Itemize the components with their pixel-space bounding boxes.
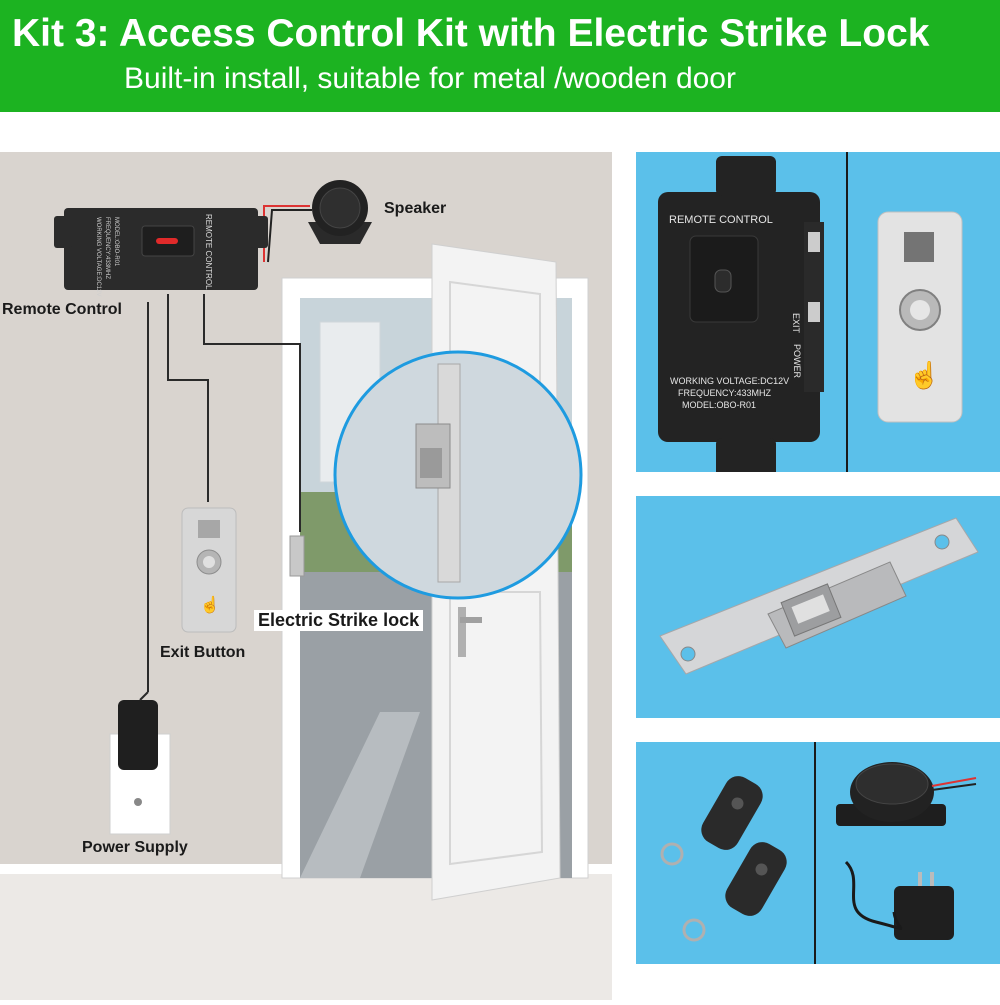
accessories-product-image: [660, 742, 977, 964]
controller-product-image: ☝: [658, 152, 963, 478]
label-strike-lock: Electric Strike lock: [254, 610, 424, 631]
controller-frequency: FREQUENCY:433MHZ: [678, 388, 772, 398]
installation-diagram: WORKING VOLTAGE:DC12V FREQUENCY:433MHZ M…: [0, 152, 612, 1000]
controller-power-label: POWER: [792, 343, 803, 379]
product-panel-accessories: [636, 742, 1000, 964]
label-remote-control: Remote Control: [2, 301, 122, 318]
svg-text:FREQUENCY:433MHZ: FREQUENCY:433MHZ: [104, 217, 110, 279]
power-adapter-product: [844, 860, 954, 940]
strike-lock-mini: [289, 535, 305, 577]
wiring: [147, 205, 312, 692]
strike-lock-product-image: [659, 517, 979, 675]
speaker-product: [836, 762, 977, 826]
installation-illustration: WORKING VOLTAGE:DC12V FREQUENCY:433MHZ M…: [0, 152, 612, 1000]
svg-text:☝: ☝: [908, 359, 940, 391]
page-subtitle: Built-in install, suitable for metal /wo…: [124, 62, 736, 95]
controller-voltage: WORKING VOLTAGE:DC12V: [670, 376, 790, 386]
exit-button-device: ☝: [181, 507, 237, 633]
strike-lock-zoom: [333, 350, 583, 600]
svg-text:REMOTE CONTROL: REMOTE CONTROL: [204, 214, 213, 290]
power-adapter: [109, 691, 171, 835]
svg-text:☝: ☝: [200, 595, 220, 614]
controller-led: [156, 238, 178, 244]
controller-model: MODEL:OBO-R01: [682, 400, 757, 410]
header-banner: Kit 3: Access Control Kit with Electric …: [0, 0, 1000, 112]
remote-fob-2: [682, 842, 787, 942]
product-panel-controller: ☝ REMOTE CONTROL WORKING VOLTAGE:DC12V F…: [636, 152, 1000, 478]
label-power-supply: Power Supply: [82, 839, 188, 856]
svg-text:WORKING VOLTAGE:DC12V: WORKING VOLTAGE:DC12V: [95, 217, 101, 296]
page-title: Kit 3: Access Control Kit with Electric …: [12, 12, 930, 55]
product-panel-strike: [636, 496, 1000, 718]
label-exit-button: Exit Button: [160, 644, 246, 661]
floor: [0, 872, 612, 1000]
svg-text:MODEL:OBO-R01: MODEL:OBO-R01: [113, 217, 119, 267]
label-speaker: Speaker: [384, 200, 447, 217]
door-handle: [458, 607, 466, 657]
speaker: [308, 180, 372, 244]
controller-exit-label: EXIT: [791, 312, 802, 334]
remote-fob-1: [660, 776, 763, 866]
controller-box: WORKING VOLTAGE:DC12V FREQUENCY:433MHZ M…: [54, 208, 268, 296]
controller-name: REMOTE CONTROL: [669, 214, 773, 226]
